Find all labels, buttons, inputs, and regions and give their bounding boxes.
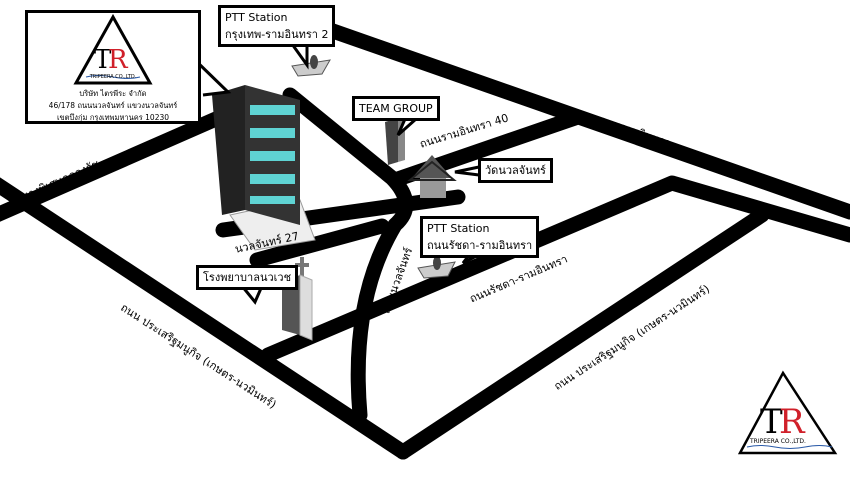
ptt-station-callout-2: PTT Station ถนนรัชดา-รามอินทรา bbox=[420, 216, 540, 258]
tripeera-logo: T R TRIPEERA CO.,LTD. bbox=[737, 370, 838, 455]
team-group-callout: TEAM GROUP bbox=[352, 96, 440, 121]
logo-text: TRIPEERA CO.,LTD. bbox=[89, 74, 137, 80]
hospital-icon bbox=[282, 257, 313, 341]
svg-text:T: T bbox=[94, 45, 112, 75]
company-logo: T R bbox=[73, 13, 153, 85]
hospital-callout: โรงพยาบาลนวเวช bbox=[196, 265, 299, 290]
temple-icon bbox=[407, 155, 457, 198]
ptt-title: PTT Station bbox=[225, 11, 288, 24]
company-address-1: 46/178 ถนนนวลจันทร์ แขวงนวลจันทร์ bbox=[48, 101, 178, 110]
temple-callout: วัดนวลจันทร์ bbox=[478, 158, 553, 183]
ptt-location: ถนนรัชดา-รามอินทรา bbox=[427, 239, 533, 252]
svg-text:T: T bbox=[760, 402, 783, 442]
gas-station-icon-1 bbox=[291, 55, 331, 77]
road-ratchada-ramintra bbox=[260, 175, 850, 363]
ptt-station-callout-1: PTT Station กรุงเทพ-รามอินทรา 2 bbox=[218, 5, 336, 47]
ptt-title: PTT Station bbox=[427, 222, 490, 235]
road-prasert-left bbox=[0, 177, 411, 460]
gas-station-icon-2 bbox=[417, 256, 456, 279]
road-nuanchan27 bbox=[249, 218, 390, 268]
company-address-2: เขตบึงกุ่ม กรุงเทพมหานคร 10230 bbox=[56, 113, 170, 122]
office-building-icon bbox=[212, 85, 316, 251]
svg-text:R: R bbox=[108, 45, 129, 75]
road-nuanchan bbox=[282, 87, 414, 423]
svg-text:R: R bbox=[779, 402, 806, 442]
logo-text: TRIPEERA CO.,LTD. bbox=[749, 438, 806, 445]
company-callout: T R TRIPEERA CO.,LTD. บริษัท ไตรพีระ จำก… bbox=[25, 10, 201, 124]
ptt-location: กรุงเทพ-รามอินทรา 2 bbox=[225, 28, 329, 41]
road-prasert-right bbox=[395, 207, 770, 460]
road-ramintra bbox=[322, 22, 850, 220]
company-name: บริษัท ไตรพีระ จำกัด bbox=[79, 89, 147, 98]
